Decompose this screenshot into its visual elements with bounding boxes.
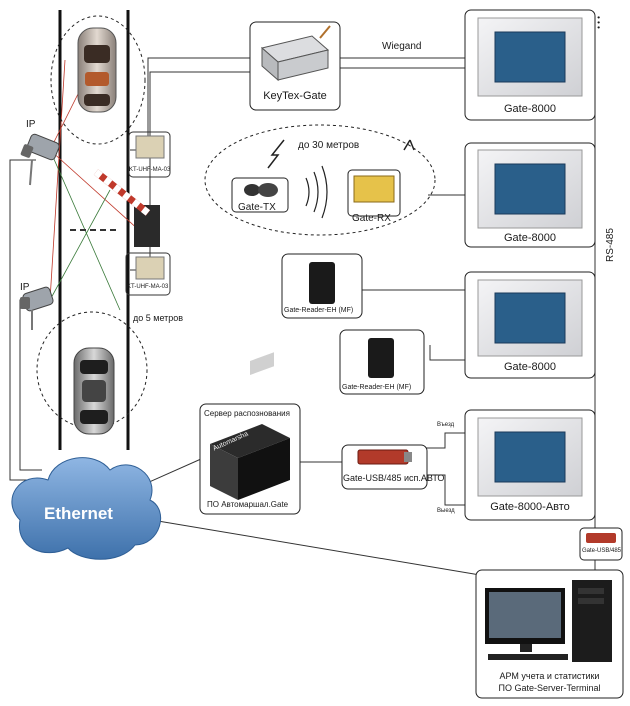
keytex-label: KeyTex-Gate (263, 90, 327, 102)
exit-bottom-label: Выезд (437, 508, 455, 514)
controller-4 (464, 409, 596, 521)
reader-2-label: Gate-Reader-EH (MF) (342, 384, 412, 391)
receiver-icon (347, 139, 415, 217)
keytex-device-icon (260, 25, 331, 82)
car-top (77, 27, 117, 113)
tower-icon (572, 580, 612, 662)
detection-zones (36, 15, 436, 429)
usb-small-label: Gate-USB/485 (582, 548, 622, 554)
signal-icon (305, 165, 328, 219)
ellipsis-label: • • • (594, 16, 603, 29)
lightning-icon (267, 139, 285, 169)
usb-converter-icon (586, 533, 616, 543)
remote-icon (231, 177, 289, 213)
controller-2 (464, 142, 596, 248)
ip-label-bottom: IP (20, 282, 30, 293)
gate-3-label: Gate-8000 (504, 361, 556, 373)
antenna-frame (125, 252, 171, 296)
gate-2-label: Gate-8000 (504, 232, 556, 244)
antenna-bottom-label: KT-UHF-MA-03 (127, 284, 169, 290)
distance-5-label: до 5 метров (133, 313, 184, 323)
controller-1 (464, 9, 596, 121)
gate-rx-label: Gate-RX (352, 213, 391, 224)
distance-30-label: до 30 метров (298, 140, 360, 151)
camera-fov (49, 59, 151, 311)
road (58, 10, 130, 450)
camera-icon (20, 133, 60, 186)
controller-icon (494, 163, 566, 215)
card-reader-icon (309, 262, 335, 304)
exit-top-label: Въезд (437, 422, 455, 428)
card-reader-icon (368, 338, 394, 378)
reader-1-label: Gate-Reader-EH (MF) (284, 307, 354, 314)
antenna-icon (135, 256, 165, 280)
controller-3 (464, 271, 596, 379)
server-software: ПО Автомаршал.Gate (207, 500, 289, 509)
server-icon (210, 352, 290, 500)
usb-converter-label: Gate-USB/485 исп.АВТО (343, 473, 445, 483)
ip-label-top: IP (26, 119, 36, 130)
usb-small-frame (579, 527, 623, 561)
controller-icon (494, 431, 566, 483)
wiegand-label: Wiegand (382, 41, 422, 52)
cloud-icon (11, 457, 162, 560)
workstation-line2: ПО Gate-Server-Terminal (498, 683, 601, 693)
antenna-icon (135, 135, 165, 159)
controller-icon (494, 31, 566, 83)
server-title: Сервер распознования (204, 409, 290, 418)
usb-converter-icon (357, 449, 412, 465)
controller-icon (494, 292, 566, 344)
rs485-label: RS-485 (605, 228, 616, 262)
ethernet-label: Ethernet (44, 504, 113, 523)
workstation-line1: АРМ учета и статистики (499, 671, 600, 681)
antenna-frame (128, 131, 171, 178)
camera-icon (20, 286, 54, 330)
gate-4-label: Gate-8000-Авто (490, 501, 570, 513)
gate-tx-label: Gate-TX (238, 202, 276, 213)
gate-1-label: Gate-8000 (504, 103, 556, 115)
antenna-top-label: KT-UHF-MA-03 (129, 167, 171, 173)
barrier-icon (93, 169, 160, 247)
monitor-icon (485, 588, 568, 660)
car-bottom (73, 347, 115, 435)
